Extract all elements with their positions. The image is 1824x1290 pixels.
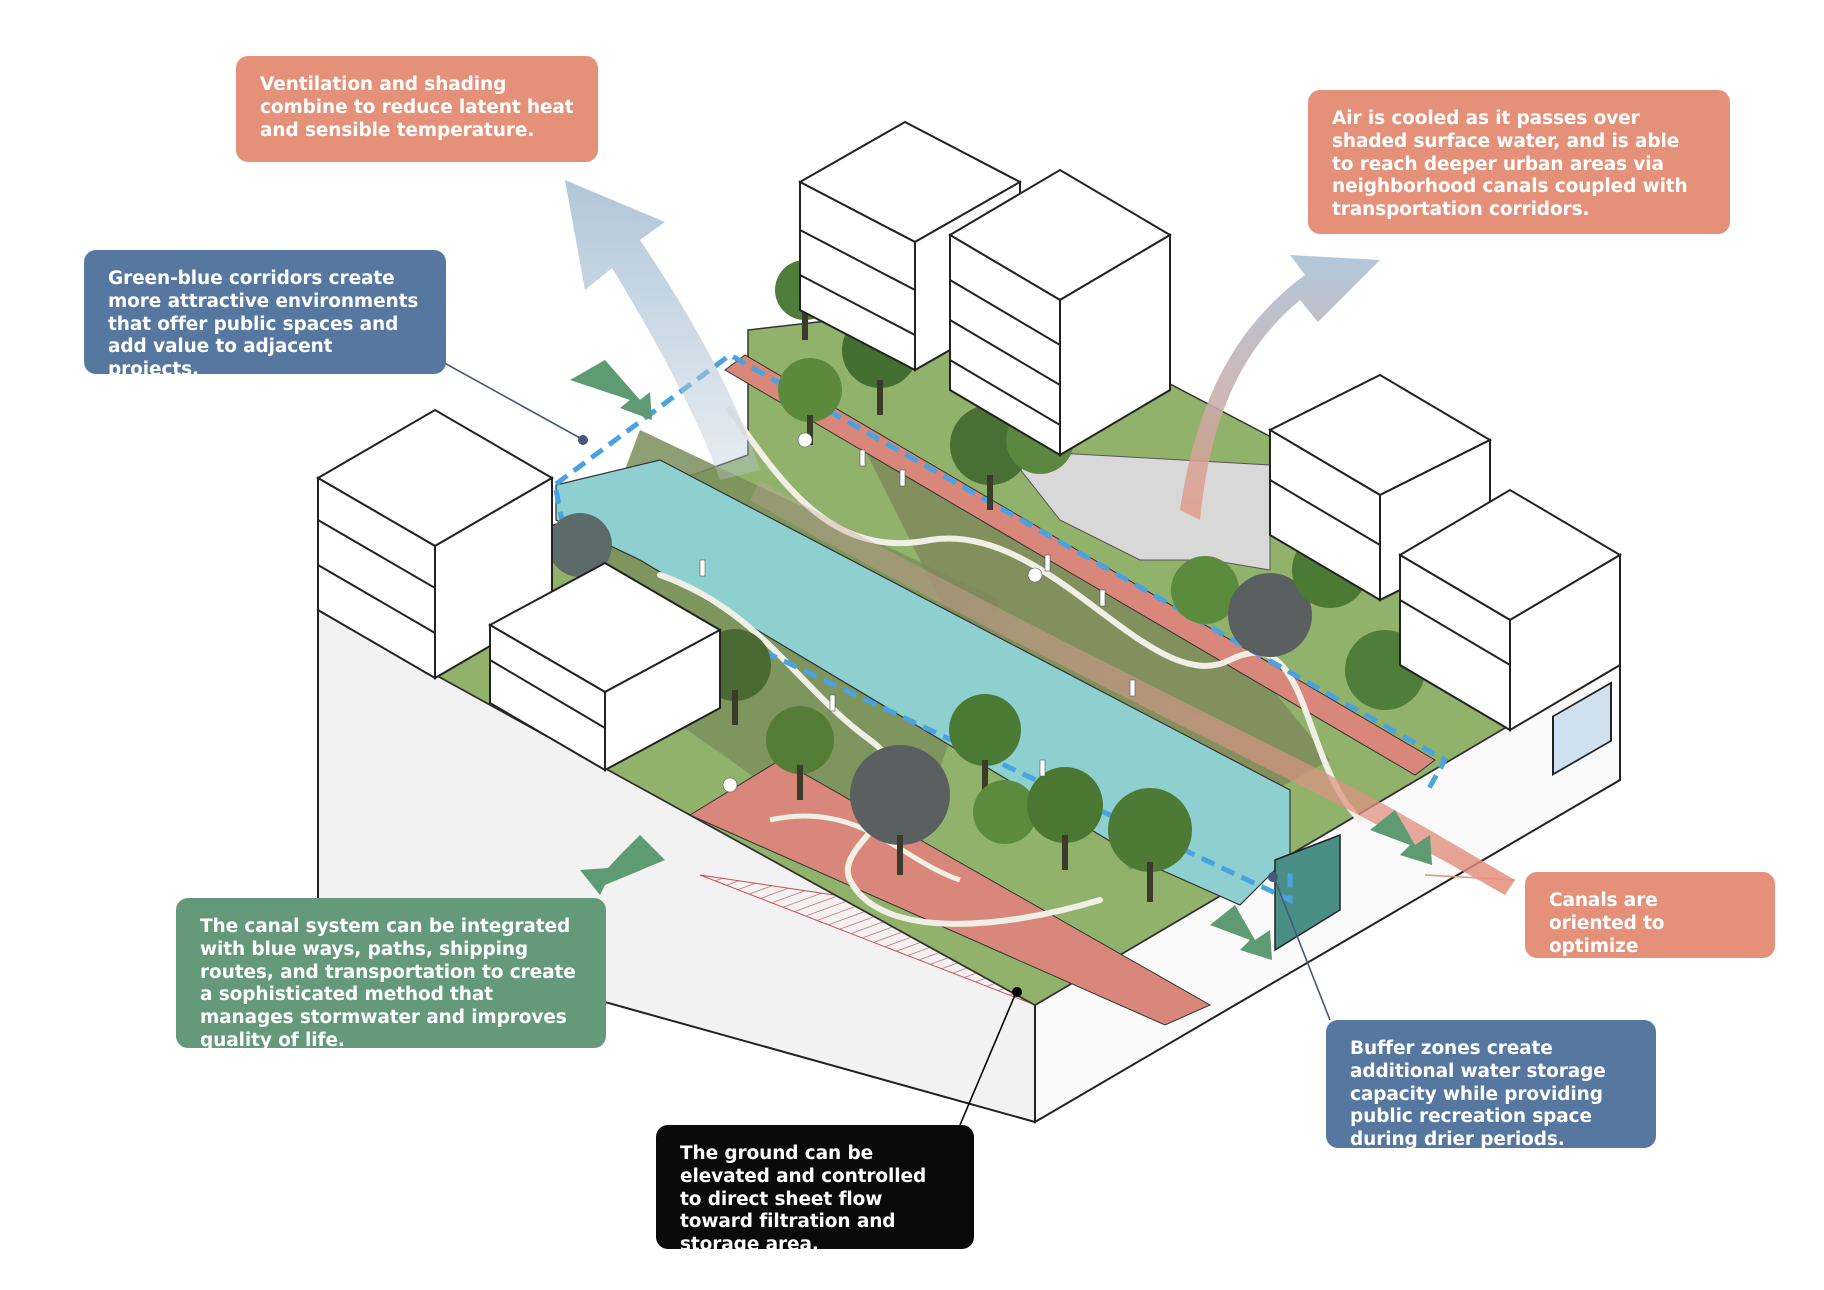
callout-air-cooled: Air is cooled as it passes over shaded s… bbox=[1308, 90, 1730, 234]
tree-icon bbox=[766, 706, 834, 800]
callout-canals-oriented: Canals are oriented to optimize ventilat… bbox=[1525, 872, 1775, 979]
airflow-arrow-icon bbox=[565, 180, 760, 480]
pedestrian-icon bbox=[829, 694, 836, 712]
tree-icon bbox=[1108, 788, 1192, 902]
building-left-low bbox=[487, 561, 723, 772]
building-left-tall bbox=[316, 408, 554, 680]
tree-icon bbox=[778, 358, 842, 445]
pedestrian-icon bbox=[1044, 554, 1051, 572]
tree-icon bbox=[1228, 573, 1312, 657]
buildings bbox=[316, 120, 1622, 772]
direction-arrow-icon bbox=[570, 360, 652, 420]
direction-arrows bbox=[570, 360, 1432, 960]
pedestrian-icon bbox=[1099, 589, 1106, 607]
cyclist-icon bbox=[1027, 567, 1043, 583]
bike-lane-lower bbox=[688, 759, 1212, 1026]
tree-icon bbox=[1027, 767, 1103, 870]
pedestrian-icon bbox=[1129, 679, 1136, 697]
building-back-center bbox=[948, 168, 1172, 457]
direction-arrow-icon bbox=[1210, 905, 1272, 960]
building-right-front bbox=[1398, 488, 1622, 732]
tree-icon bbox=[1171, 556, 1239, 624]
leader-lines bbox=[429, 354, 1516, 1126]
direction-arrow-icon bbox=[1370, 810, 1432, 865]
callout-canal-system: The canal system can be integrated with … bbox=[176, 898, 606, 1051]
slab-window bbox=[1552, 681, 1612, 776]
pedestrian-icon bbox=[1039, 759, 1046, 777]
tree-icon bbox=[850, 745, 950, 875]
callout-green-blue-corridors: Green-blue corridors create more attract… bbox=[84, 250, 446, 380]
pedestrian-icon bbox=[899, 469, 906, 487]
airflow-arrow-icon bbox=[1180, 255, 1380, 520]
callout-ground-elevated: The ground can be elevated and controlle… bbox=[656, 1125, 974, 1255]
callout-ventilation: Ventilation and shading combine to reduc… bbox=[236, 56, 598, 162]
pedestrian-icon bbox=[699, 559, 706, 577]
callout-buffer-zones: Buffer zones create additional water sto… bbox=[1326, 1020, 1656, 1150]
direction-arrow-icon bbox=[580, 835, 665, 895]
tree-icon bbox=[949, 694, 1021, 795]
people bbox=[699, 432, 1136, 793]
pedestrian-icon bbox=[859, 449, 866, 467]
cyclist-icon bbox=[722, 777, 738, 793]
tree-icon bbox=[548, 513, 612, 577]
tree-icon bbox=[973, 780, 1037, 844]
cyclist-icon bbox=[797, 432, 813, 448]
